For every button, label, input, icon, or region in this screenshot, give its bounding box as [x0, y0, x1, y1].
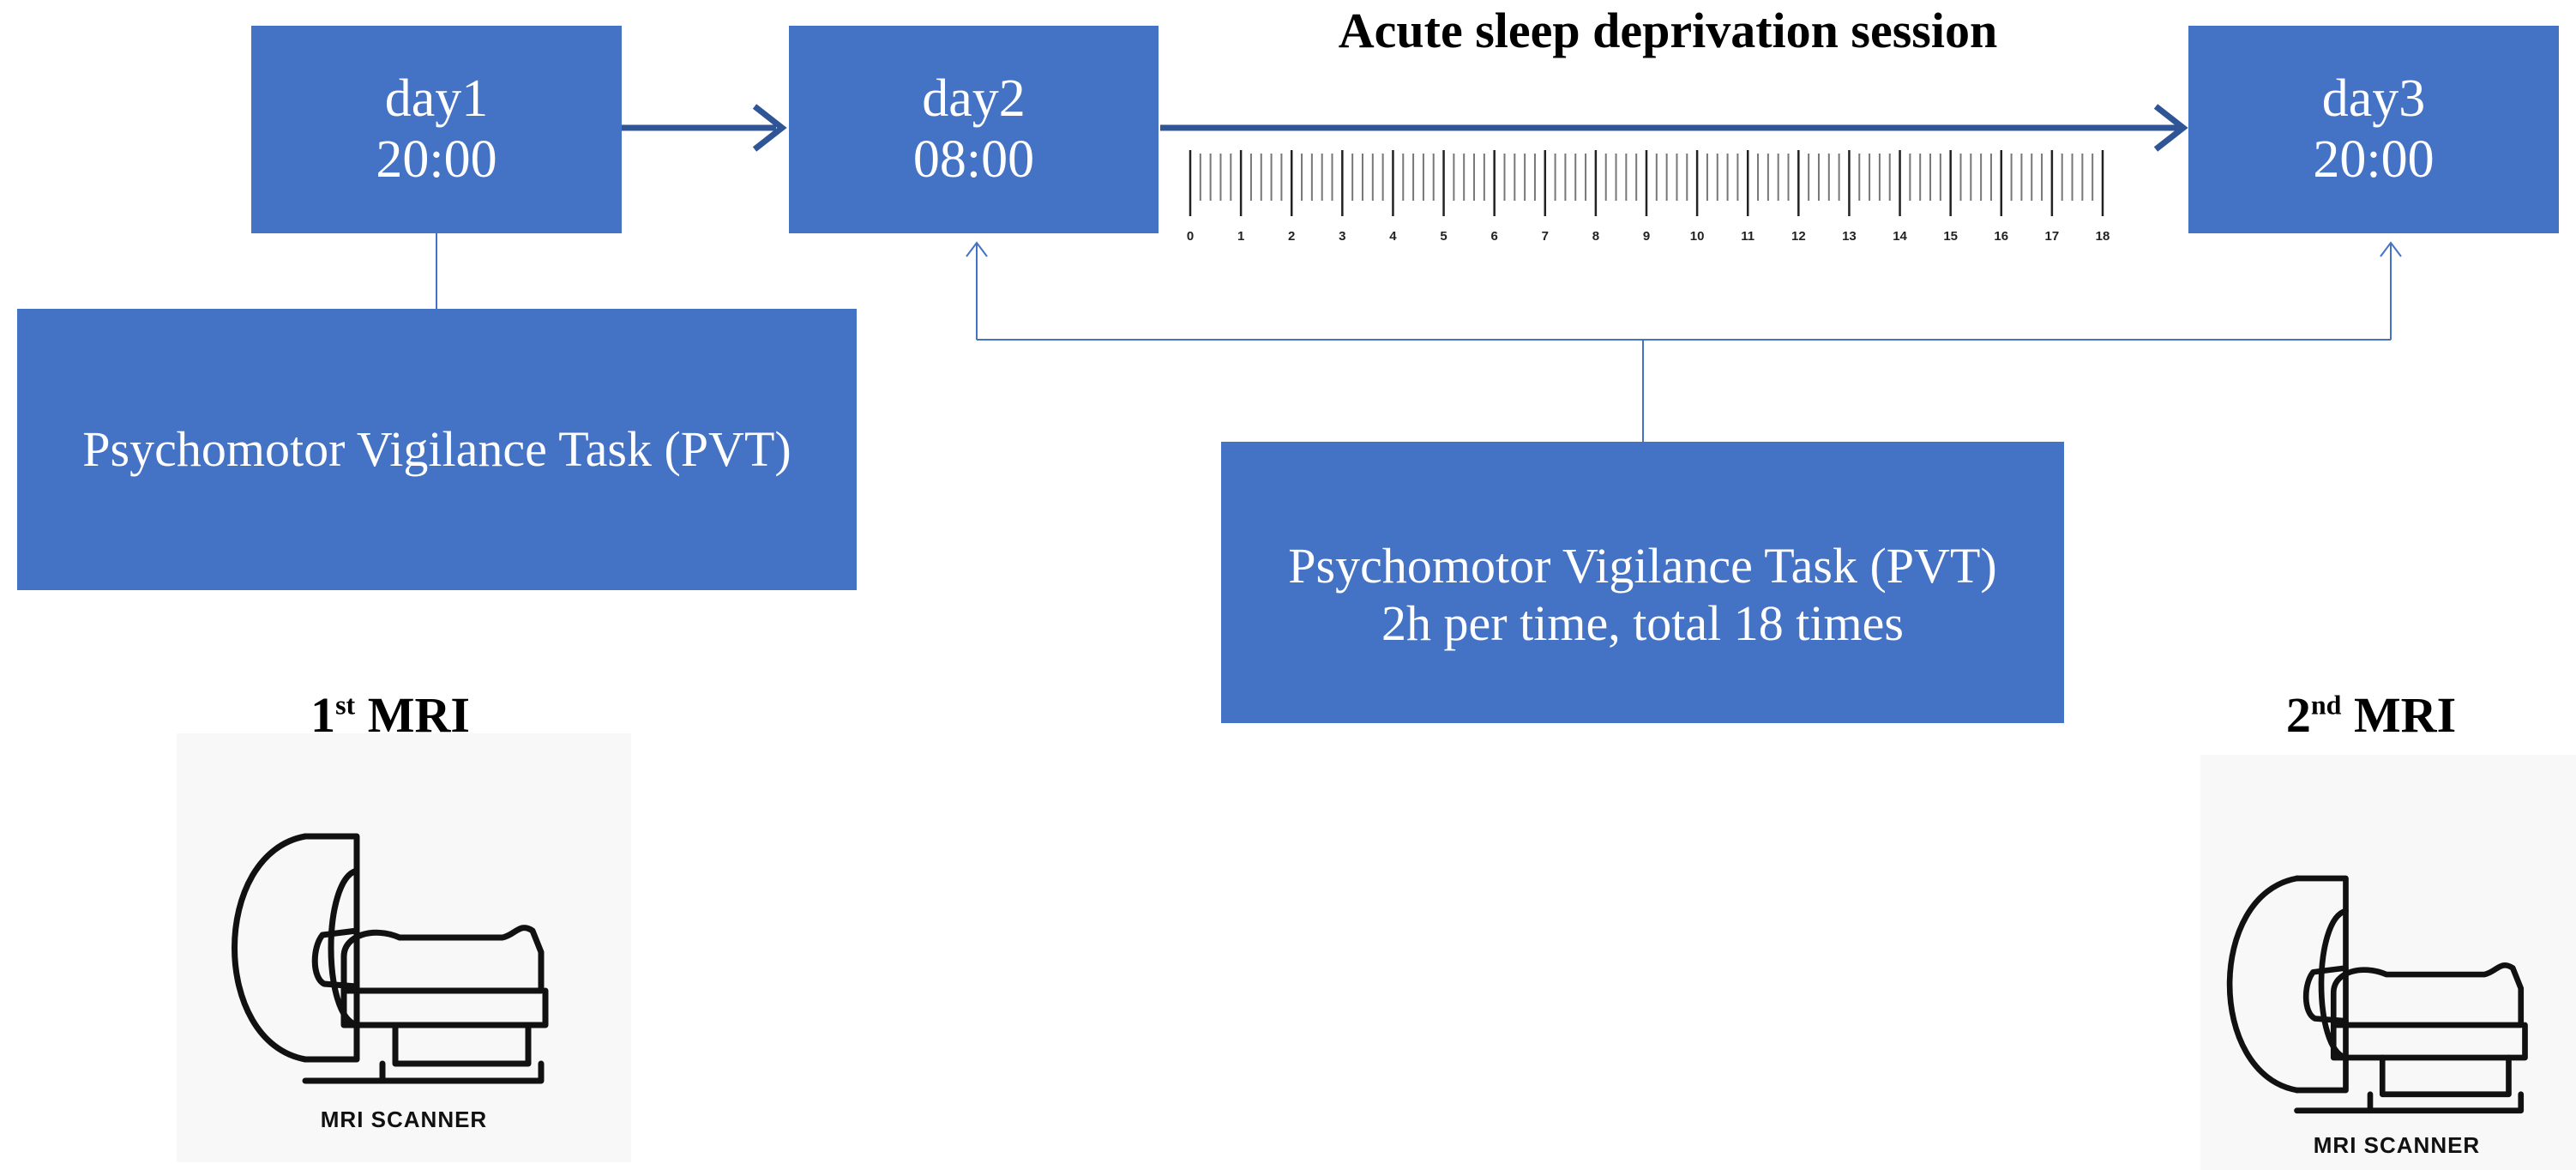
mri-1-caption: MRI SCANNER: [320, 1107, 488, 1132]
ruler-tick-label: 9: [1643, 229, 1650, 244]
ruler-tick-label: 12: [1791, 229, 1806, 244]
mri-scanner-icon: [2200, 755, 2576, 1170]
day3-box: day3 20:00: [2188, 26, 2559, 233]
mri-2-ordinal: 2: [2285, 687, 2311, 743]
mri-1-label: MRI: [367, 687, 470, 743]
pvt-repeated-box: Psychomotor Vigilance Task (PVT) 2h per …: [1221, 442, 2064, 723]
session-title: Acute sleep deprivation session: [1338, 3, 1998, 58]
day1-time: 20:00: [376, 130, 497, 189]
mri-1-title: 1st MRI: [249, 686, 532, 744]
ruler-tick-label: 16: [1994, 229, 2008, 244]
mri-scanner-icon: [177, 733, 631, 1162]
arrow-day1-to-day2: [616, 104, 787, 152]
ruler-tick-label: 3: [1339, 229, 1345, 244]
ruler-tick-label: 1: [1237, 229, 1244, 244]
ruler-tick-label: 17: [2045, 229, 2060, 244]
day3-label: day3: [2321, 69, 2426, 128]
mri-2-title: 2nd MRI: [2230, 686, 2513, 744]
ruler-tick-label: 13: [1842, 229, 1857, 244]
mri-2-label: MRI: [2353, 687, 2457, 743]
arrow-day2-to-day3: [1160, 104, 2188, 152]
ruler-tick-label: 6: [1490, 229, 1497, 244]
ruler-tick-label: 4: [1389, 229, 1397, 244]
day1-box: day1 20:00: [251, 26, 622, 233]
day2-label: day2: [922, 69, 1026, 128]
day2-time: 08:00: [912, 130, 1035, 189]
ruler-tick-label: 7: [1542, 229, 1549, 244]
day1-label: day1: [384, 69, 489, 128]
ruler-tick-label: 8: [1592, 229, 1599, 244]
pvt-baseline-text: Psychomotor Vigilance Task (PVT): [82, 420, 791, 477]
ruler-tick-label: 15: [1943, 229, 1958, 244]
mri-2-suffix: nd: [2310, 689, 2342, 721]
pvt-baseline-box: Psychomotor Vigilance Task (PVT): [17, 309, 857, 590]
ruler-tick-label: 2: [1288, 229, 1295, 244]
connector-repeat-pvt-bracket: [966, 241, 2402, 442]
day2-box: day2 08:00: [789, 26, 1159, 233]
ruler-tick-label: 14: [1893, 229, 1907, 244]
ruler-tick-label: 18: [2096, 229, 2110, 244]
ruler-tick-label: 5: [1440, 229, 1447, 244]
pvt-repeated-text-line2: 2h per time, total 18 times: [1381, 595, 1904, 651]
ruler-tick-label: 11: [1741, 229, 1754, 244]
mri-1-ordinal: 1: [310, 687, 336, 743]
ruler-tick-label: 0: [1187, 229, 1194, 244]
mri-1-suffix: st: [335, 689, 356, 721]
mri-2-caption: MRI SCANNER: [2313, 1132, 2481, 1158]
day3-time: 20:00: [2313, 130, 2435, 189]
ruler-tick-label: 10: [1690, 229, 1705, 244]
pvt-repeated-text-line1: Psychomotor Vigilance Task (PVT): [1288, 538, 1997, 594]
